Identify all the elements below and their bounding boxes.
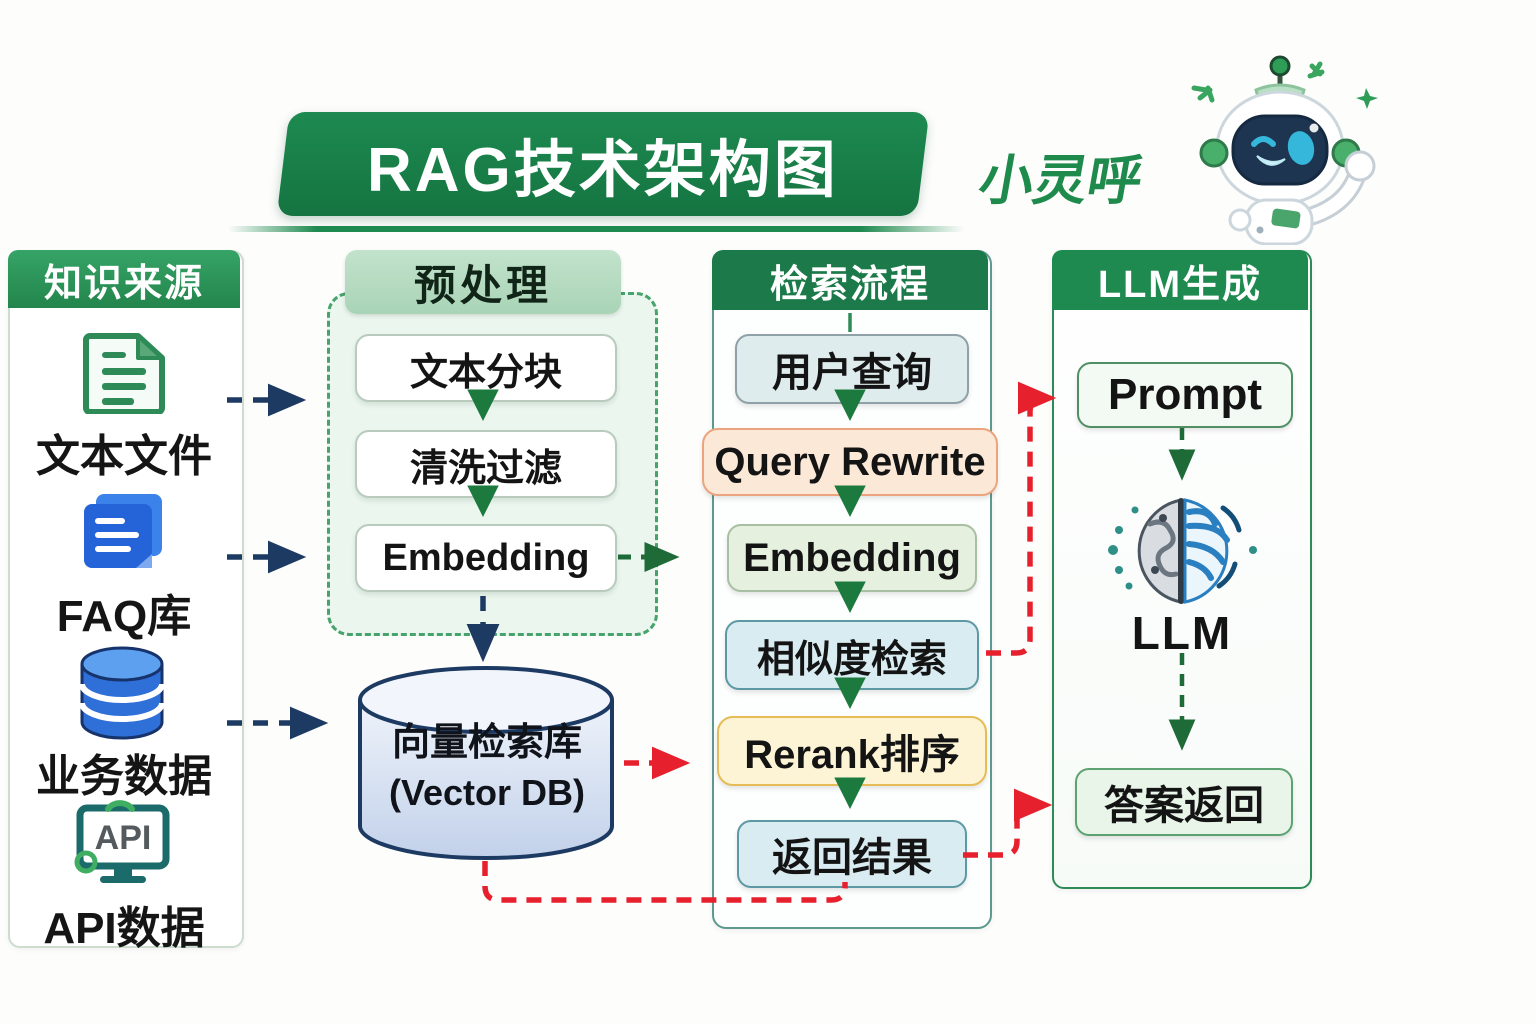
vector-db-label: 向量检索库 (Vector DB)	[372, 718, 602, 818]
retrieval-header: 检索流程	[712, 250, 988, 310]
step-rerank: Rerank排序	[717, 716, 987, 786]
sparkle-icons	[1191, 61, 1325, 103]
step-embedding-query: Embedding	[727, 524, 977, 592]
api-icon-text: API	[95, 819, 152, 857]
brand-name: 小灵呼	[974, 151, 1147, 211]
api-monitor-icon: API	[74, 800, 170, 883]
llm-header: LLM生成	[1052, 250, 1308, 310]
title-banner: RAG技术架构图	[276, 112, 930, 216]
prompt-box: Prompt	[1077, 362, 1293, 428]
source-label-text-file: 文本文件	[36, 432, 212, 481]
source-label-api-data: API数据	[43, 904, 205, 953]
step-text-chunking: 文本分块	[355, 334, 617, 402]
sources-header: 知识来源	[8, 250, 240, 308]
step-similarity-search: 相似度检索	[725, 620, 979, 690]
database-icon	[79, 646, 165, 740]
llm-brain-icon	[1108, 498, 1257, 604]
source-label-business-data: 业务数据	[36, 752, 212, 801]
vector-db-cylinder	[358, 666, 614, 860]
banner-underline	[228, 226, 964, 232]
preprocess-header: 预处理	[345, 250, 621, 314]
vector-db-name: 向量检索库	[391, 722, 582, 764]
llm-model-label: LLM	[1131, 607, 1233, 659]
page-title: RAG技术架构图	[367, 136, 839, 205]
answer-box: 答案返回	[1075, 768, 1293, 836]
step-user-query: 用户查询	[735, 334, 969, 404]
step-embedding: Embedding	[355, 524, 617, 592]
step-query-rewrite: Query Rewrite	[702, 428, 998, 496]
text-file-icon	[83, 333, 165, 414]
vector-db-subtitle: (Vector DB)	[388, 772, 586, 813]
faq-docs-icon	[84, 494, 162, 568]
step-clean-filter: 清洗过滤	[355, 430, 617, 498]
step-return-results: 返回结果	[737, 820, 967, 888]
source-label-faq: FAQ库	[56, 592, 192, 641]
robot-mascot-icon	[1191, 55, 1378, 245]
